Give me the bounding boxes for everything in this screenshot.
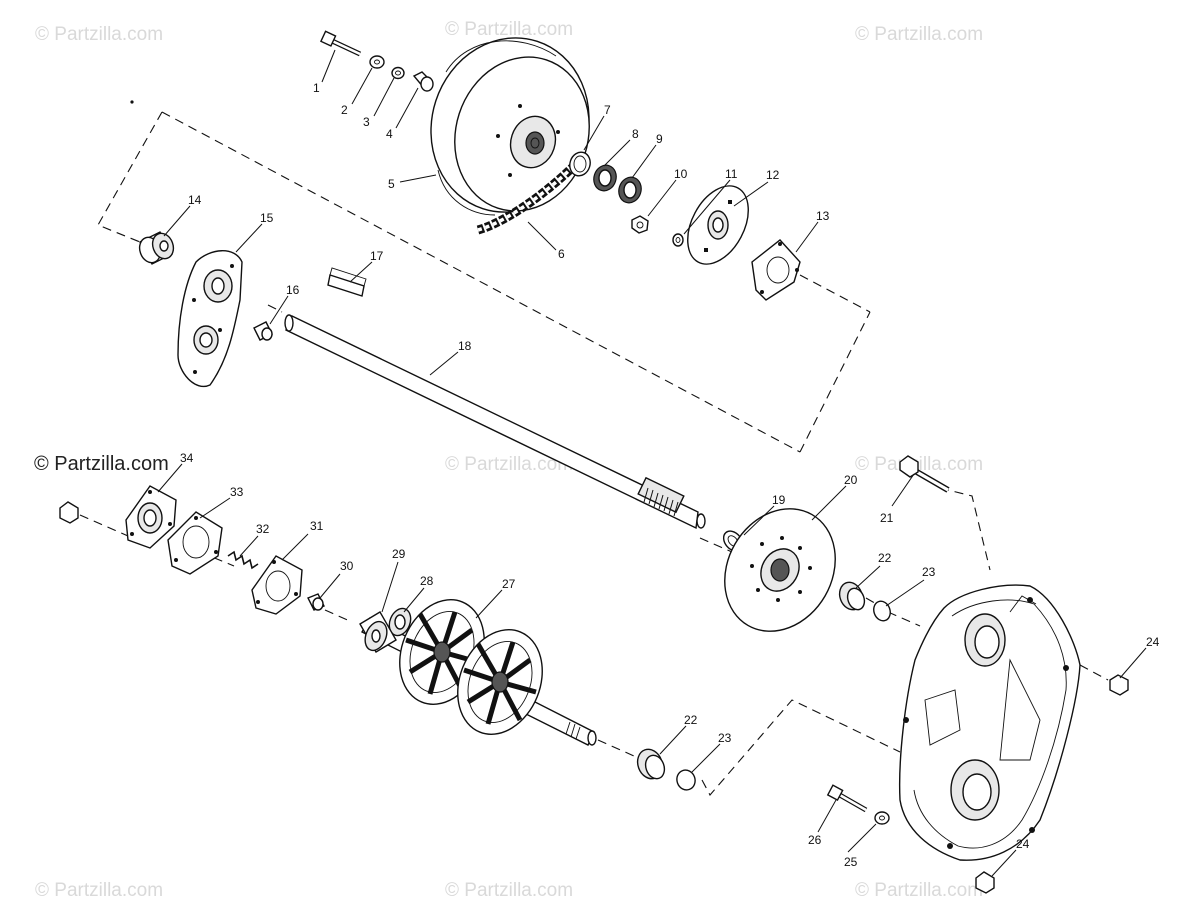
washer-25 (874, 811, 890, 825)
callout-17: 17 (370, 249, 384, 263)
spacer-4 (412, 71, 434, 92)
callout-24-lower: 24 (1016, 837, 1030, 851)
callout-11: 11 (725, 167, 738, 181)
callout-13: 13 (816, 209, 830, 223)
flange-31 (251, 555, 303, 615)
drive-shaft-27 (361, 599, 597, 746)
bolt-26 (826, 784, 868, 813)
washer-2 (369, 55, 385, 69)
callout-5: 5 (388, 177, 395, 191)
o-ring-23-lower (676, 769, 696, 791)
driven-sprocket-assembly (138, 30, 801, 530)
ring-7 (569, 151, 591, 177)
watermark: © Partzilla.com (855, 454, 983, 475)
assembly-lines (79, 100, 1109, 796)
spring-32 (227, 550, 259, 570)
callout-26: 26 (808, 833, 822, 847)
callout-28: 28 (420, 574, 434, 588)
gasket-13 (751, 239, 801, 301)
screw-16 (253, 321, 273, 341)
callout-29: 29 (392, 547, 406, 561)
callout-14: 14 (188, 193, 202, 207)
driven-shaft-18 (284, 314, 706, 530)
callout-19: 19 (772, 493, 786, 507)
callout-30: 30 (340, 559, 354, 573)
bearing-22 (838, 581, 866, 611)
bearing-22-lower (636, 748, 666, 780)
callout-18: 18 (458, 339, 472, 353)
chaincase-housing (898, 584, 1081, 861)
callout-21: 21 (880, 511, 894, 525)
nut-24 (1109, 674, 1129, 696)
callout-20: 20 (844, 473, 858, 487)
bolt-1 (320, 30, 362, 57)
callout-27: 27 (502, 577, 516, 591)
watermark-dark: © Partzilla.com (34, 453, 169, 475)
washer-3 (391, 66, 405, 80)
nut-24-lower (975, 871, 995, 894)
callout-2: 2 (341, 103, 348, 117)
gasket-33 (167, 511, 223, 575)
key-17 (327, 267, 367, 297)
callout-24: 24 (1146, 635, 1160, 649)
leader-lines (157, 49, 1147, 877)
brake-disc-20 (724, 508, 836, 632)
bearing-28 (388, 607, 412, 637)
watermark: © Partzilla.com (445, 454, 573, 475)
callout-34: 34 (180, 451, 194, 465)
callout-16: 16 (286, 283, 300, 297)
o-ring-23 (873, 600, 891, 622)
callout-3: 3 (363, 115, 370, 129)
watermark: © Partzilla.com (35, 880, 163, 901)
bearing-plate-12 (687, 185, 749, 265)
drive-assembly (59, 455, 1129, 894)
callout-9: 9 (656, 132, 663, 146)
callout-25: 25 (844, 855, 858, 869)
callout-33: 33 (230, 485, 244, 499)
mounting-plate-15 (177, 250, 243, 388)
callout-10: 10 (674, 167, 688, 181)
watermark: © Partzilla.com (855, 24, 983, 45)
driven-drum-5 (430, 37, 590, 216)
washer-11 (672, 233, 684, 247)
watermark: © Partzilla.com (445, 880, 573, 901)
bearing-flange-34 (125, 485, 177, 549)
callout-23: 23 (922, 565, 936, 579)
watermark: © Partzilla.com (35, 24, 163, 45)
nut-10 (631, 215, 649, 234)
callout-12: 12 (766, 168, 780, 182)
callout-15: 15 (260, 211, 274, 225)
hub-29 (359, 611, 397, 653)
callout-7: 7 (604, 103, 611, 117)
callout-32: 32 (256, 522, 270, 536)
nut-left (59, 501, 79, 524)
bolt-21 (899, 455, 950, 493)
watermark: © Partzilla.com (445, 19, 573, 40)
callout-22: 22 (878, 551, 892, 565)
callout-22-lower: 22 (684, 713, 698, 727)
bushing-14 (138, 231, 175, 265)
chain-6 (476, 156, 584, 235)
callout-31: 31 (310, 519, 324, 533)
watermark: © Partzilla.com (855, 880, 983, 901)
callout-8: 8 (632, 127, 639, 141)
callout-labels: 1 2 3 4 5 6 7 8 9 10 11 12 13 14 15 16 1… (180, 81, 1160, 869)
watermarks: © Partzilla.com © Partzilla.com © Partzi… (34, 19, 983, 901)
callout-6: 6 (558, 247, 565, 261)
callout-1: 1 (313, 81, 320, 95)
callout-23-lower: 23 (718, 731, 732, 745)
callout-4: 4 (386, 127, 393, 141)
